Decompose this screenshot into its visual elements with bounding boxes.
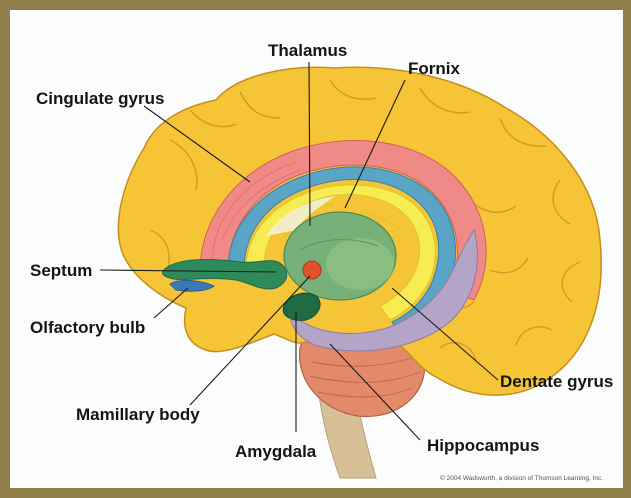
label-mamillary-body: Mamillary body: [76, 405, 200, 424]
label-hippocampus: Hippocampus: [427, 436, 539, 455]
label-septum: Septum: [30, 261, 92, 280]
limbic-system-diagram: Thalamus Fornix Cingulate gyrus Septum O…: [10, 10, 623, 488]
label-thalamus: Thalamus: [268, 41, 347, 60]
mamillary-body: [303, 261, 321, 279]
label-fornix: Fornix: [408, 59, 460, 78]
label-dentate-gyrus: Dentate gyrus: [500, 372, 613, 391]
label-cingulate-gyrus: Cingulate gyrus: [36, 89, 164, 108]
copyright-notice: © 2004 Wadsworth, a division of Thomson …: [440, 474, 603, 482]
label-amygdala: Amygdala: [235, 442, 317, 461]
diagram-panel: Thalamus Fornix Cingulate gyrus Septum O…: [10, 10, 623, 488]
label-olfactory-bulb: Olfactory bulb: [30, 318, 145, 337]
